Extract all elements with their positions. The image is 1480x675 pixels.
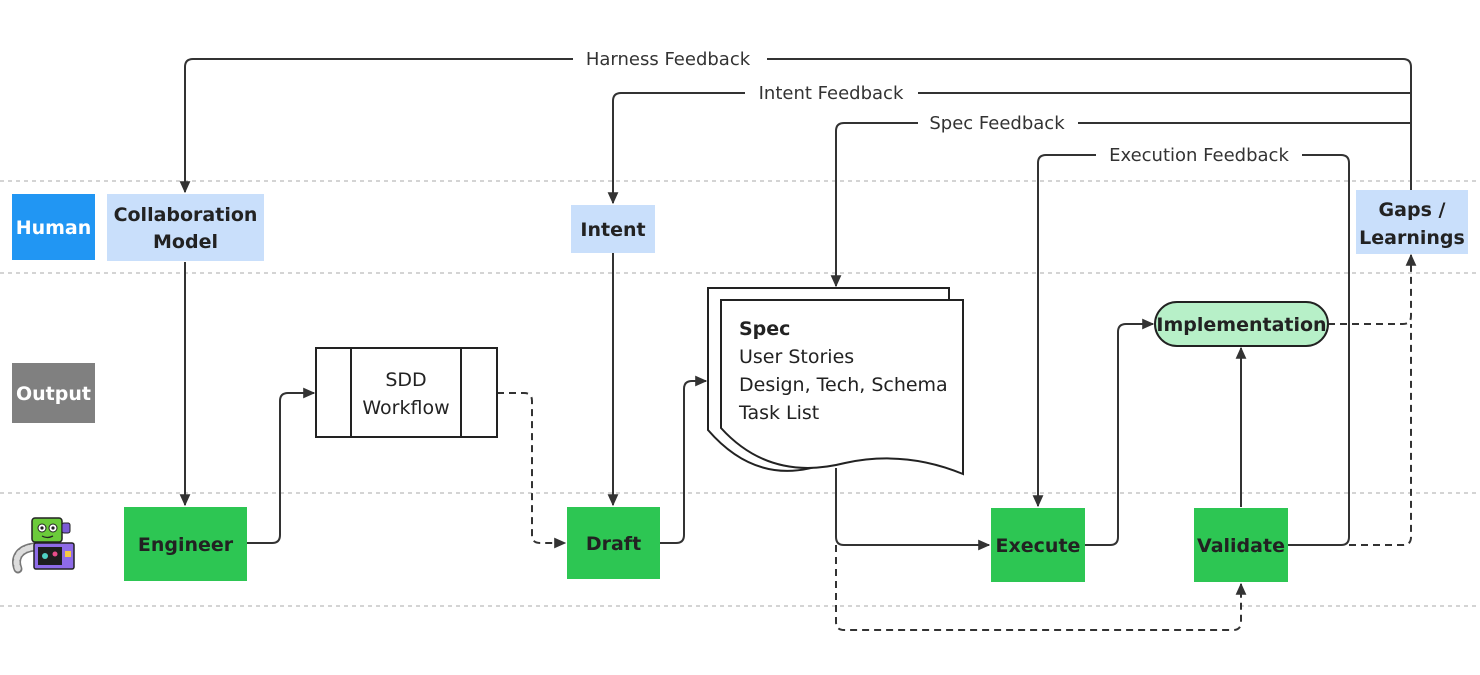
gaps-learnings-label-line1: Gaps / (1379, 199, 1446, 221)
spec-to-execute-arrow (835, 468, 991, 551)
spec-feedback-label: Spec Feedback (929, 113, 1065, 134)
execution-feedback-line (1038, 154, 1350, 546)
lane-label-human-text: Human (16, 217, 92, 239)
collaboration-model-node[interactable]: Collaboration Model (107, 194, 264, 261)
draft-to-spec-arrow (660, 375, 708, 544)
robot-icon (12, 517, 75, 574)
spec-line-design: Design, Tech, Schema (739, 374, 948, 396)
execute-node[interactable]: Execute (991, 508, 1085, 582)
implementation-to-gaps-arrow (1328, 253, 1417, 325)
draft-node[interactable]: Draft (567, 507, 660, 579)
spec-feedback-line (836, 122, 1411, 286)
intent-node[interactable]: Intent (571, 205, 655, 253)
validate-to-gaps-arrow (1349, 324, 1412, 546)
lane-label-output: Output (12, 363, 95, 423)
workflow-to-draft-arrow (497, 392, 567, 549)
lane-label-human: Human (12, 194, 95, 260)
spec-title: Spec (739, 318, 790, 340)
engineer-to-workflow-arrow (247, 387, 316, 544)
harness-feedback-label: Harness Feedback (586, 49, 751, 70)
implementation-label: Implementation (1156, 314, 1326, 336)
implementation-node[interactable]: Implementation (1154, 301, 1329, 347)
validate-label: Validate (1197, 535, 1285, 557)
execute-to-implementation-arrow (1085, 318, 1155, 546)
intent-label: Intent (580, 219, 645, 241)
collaboration-model-label-line1: Collaboration (114, 204, 258, 226)
engineer-node[interactable]: Engineer (124, 507, 247, 581)
execute-label: Execute (996, 535, 1081, 557)
sdd-workflow-label-line2: Workflow (362, 397, 449, 419)
intent-feedback-label: Intent Feedback (759, 83, 904, 104)
engineer-label: Engineer (138, 534, 234, 556)
sdd-workflow-label-line1: SDD (385, 369, 426, 391)
validate-node[interactable]: Validate (1194, 508, 1288, 582)
intent-feedback-line (613, 92, 1411, 203)
gaps-learnings-label-line2: Learnings (1359, 227, 1465, 249)
lane-label-output-text: Output (16, 383, 91, 405)
execution-feedback-label: Execution Feedback (1109, 145, 1289, 166)
spec-line-task-list: Task List (738, 402, 819, 424)
gaps-learnings-node[interactable]: Gaps / Learnings (1356, 190, 1468, 254)
collaboration-model-label-line2: Model (153, 231, 218, 253)
lane-separators (0, 180, 1480, 607)
sdd-workflow-node[interactable]: SDD Workflow (315, 347, 498, 438)
harness-feedback-line (185, 58, 1412, 195)
spec-line-user-stories: User Stories (739, 346, 854, 368)
draft-label: Draft (586, 533, 641, 555)
spec-document-node[interactable]: Spec User Stories Design, Tech, Schema T… (707, 287, 964, 476)
